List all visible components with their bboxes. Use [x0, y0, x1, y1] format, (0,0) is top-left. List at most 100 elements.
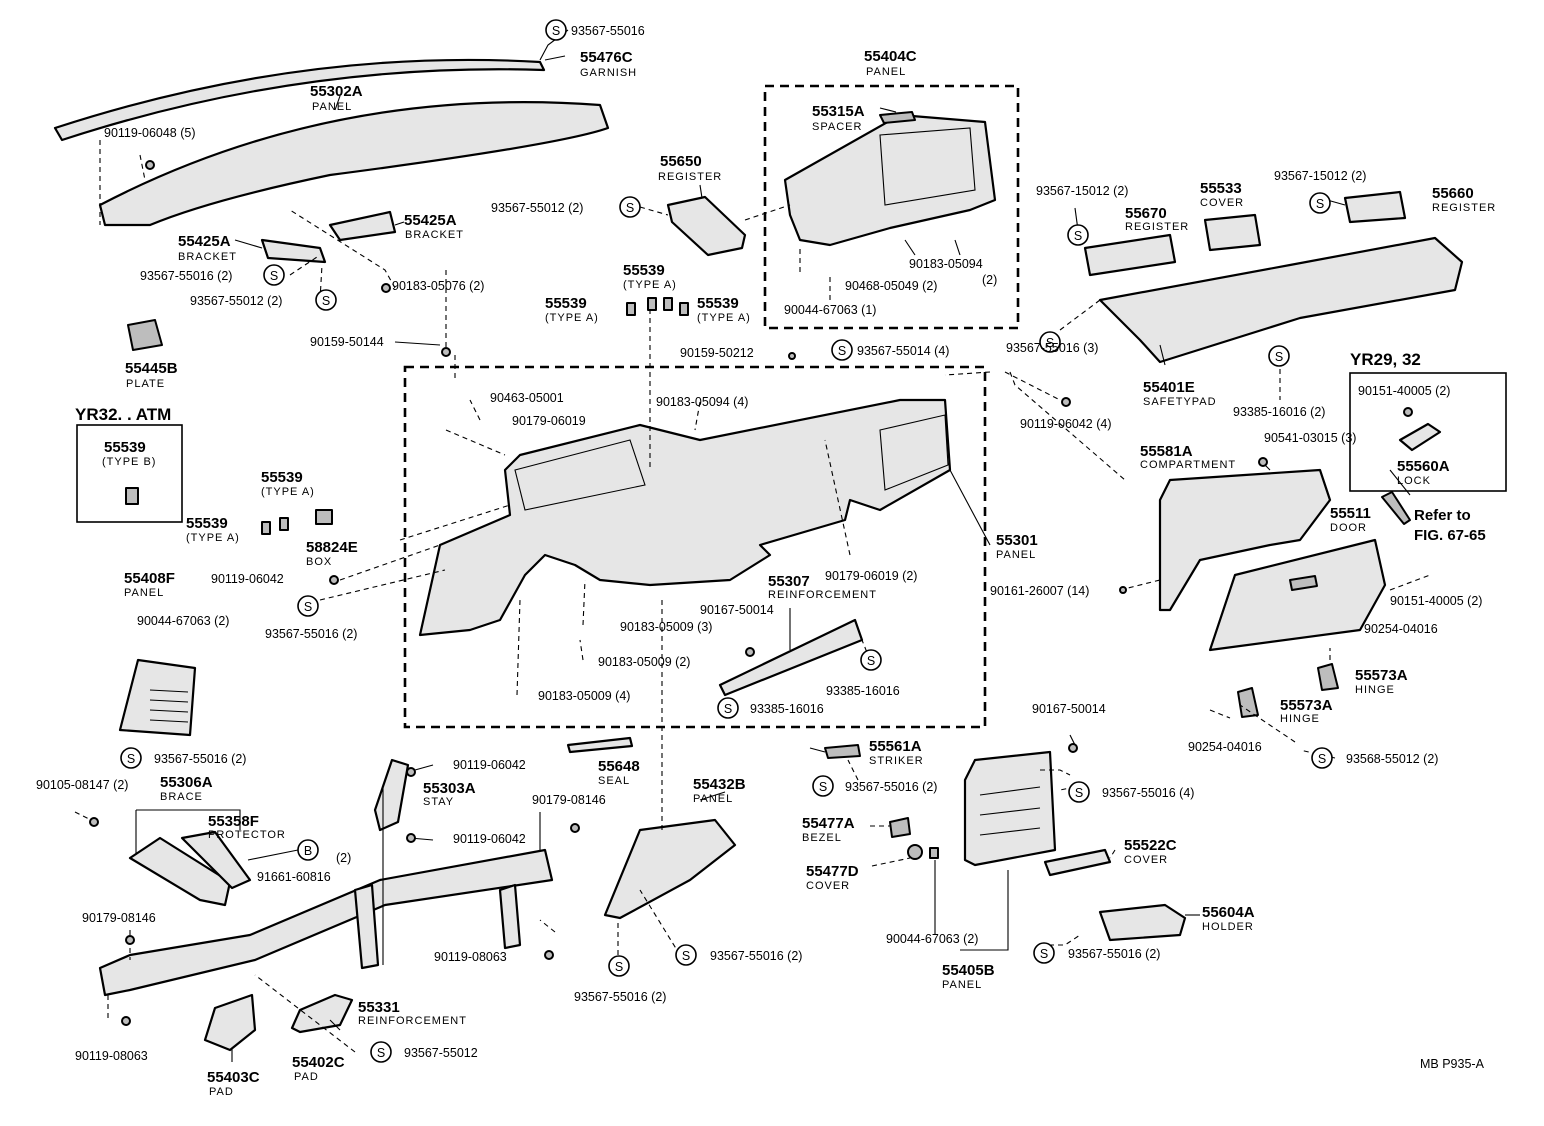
svg-text:S: S	[1046, 336, 1054, 350]
fastener-label: 90119-06042 (4)	[1020, 417, 1112, 431]
pad-55402c-part	[290, 993, 354, 1034]
screw-symbol: S	[1067, 224, 1089, 246]
part-name: BRACE	[160, 791, 203, 803]
safety-pad-part	[1098, 236, 1464, 364]
screw-symbol: S	[120, 747, 142, 769]
screw-symbol: S	[1311, 747, 1333, 769]
svg-text:S: S	[552, 24, 560, 38]
refer-line-2: FIG. 67-65	[1414, 527, 1486, 544]
fastener-label: 90119-08063	[75, 1049, 148, 1063]
fastener-label: 90541-03015 (3)	[1264, 431, 1356, 445]
hinge-part	[1317, 663, 1339, 691]
screw-symbol: S	[812, 775, 834, 797]
svg-text:S: S	[1075, 786, 1083, 800]
part-number: 55306A	[160, 774, 213, 791]
fastener-label: 90159-50212	[680, 346, 754, 360]
fastener-label: 93568-55012 (2)	[1346, 752, 1438, 766]
part-number: 55445B	[125, 360, 178, 377]
page-code: MB P935-A	[1420, 1057, 1485, 1071]
beam-leg	[353, 883, 380, 970]
holder-part	[1098, 903, 1187, 942]
fastener-label: 93567-55016 (2)	[845, 780, 937, 794]
bezel-part	[889, 817, 911, 838]
part-name: REINFORCEMENT	[358, 1015, 467, 1027]
part-number: 55408F	[124, 570, 175, 587]
part-name: PAD	[209, 1086, 234, 1098]
group-box-55404c	[763, 84, 1020, 330]
part-name: PANEL	[996, 549, 1036, 561]
part-number: 55303A	[423, 780, 476, 797]
fastener-label: 90167-50014	[1032, 702, 1106, 716]
part-name: PANEL	[942, 979, 982, 991]
refer-arrow	[1381, 491, 1411, 525]
upper-panel-part	[98, 101, 610, 227]
cluster-hood-part	[783, 113, 997, 247]
fastener-label: 90179-08146	[82, 911, 156, 925]
part-name: BOX	[306, 556, 332, 568]
fastener-label: 90468-05049 (2)	[845, 279, 937, 293]
part-number: 58824E	[306, 539, 358, 556]
brace-part	[128, 836, 232, 907]
fastener-label: 90105-08147 (2)	[36, 778, 128, 792]
part-number: 55425A	[178, 233, 231, 250]
part-name: COVER	[1200, 197, 1244, 209]
bracket-part	[328, 210, 397, 242]
part-number: 55302A	[310, 83, 363, 100]
cover-55533-part	[1203, 213, 1262, 252]
part-name: SPACER	[812, 121, 862, 133]
part-number: 55604A	[1202, 904, 1255, 921]
group-box-55301	[403, 365, 987, 729]
fastener-label: 90183-05076 (2)	[392, 279, 484, 293]
svg-text:S: S	[867, 654, 875, 668]
fastener-label: 90151-40005 (2)	[1358, 384, 1450, 398]
group-title-yr29-32: YR29, 32	[1350, 350, 1421, 369]
part-name: BEZEL	[802, 832, 842, 844]
fastener-label: 90183-05009 (2)	[598, 655, 690, 669]
fastener-label: 90463-05001	[490, 391, 564, 405]
fastener-label: 90179-06019	[512, 414, 586, 428]
part-number: 55401E	[1143, 379, 1195, 396]
part-number: 55581A	[1140, 443, 1193, 460]
part-name: BRACKET	[405, 229, 464, 241]
screw-symbol: S	[1039, 331, 1061, 353]
screw-symbol: S	[717, 697, 739, 719]
fastener-label: 90159-50144	[310, 335, 384, 349]
fastener-label: 93567-55016 (2)	[140, 269, 232, 283]
screw-symbol: S	[370, 1041, 392, 1063]
panel-55408f-part	[118, 658, 197, 737]
fastener-label: 90254-04016	[1364, 622, 1438, 636]
part-name: HOLDER	[1202, 921, 1254, 933]
fastener-label: 93567-55012	[404, 1046, 478, 1060]
fastener-label: 90119-06042	[453, 832, 526, 846]
part-name: PAD	[294, 1071, 319, 1083]
part-number: 55573A	[1355, 667, 1408, 684]
pad-55403c-part	[203, 993, 257, 1052]
cover-55522c-part	[1043, 848, 1112, 877]
screw-symbol: S	[831, 339, 853, 361]
panel-55405b-openings	[979, 786, 1041, 836]
part-number: 55425A	[404, 212, 457, 229]
svg-text:S: S	[1316, 197, 1324, 211]
svg-text:S: S	[304, 600, 312, 614]
fastener-labels: 93567-55016 90119-06048 (5) 93567-55012 …	[36, 24, 1482, 1063]
part-name: SAFETYPAD	[1143, 396, 1217, 408]
fastener-label: 93567-55016	[571, 24, 645, 38]
fastener-label: 93385-16016	[826, 684, 900, 698]
fastener-label: 90183-05094	[909, 257, 983, 271]
part-number: 55405B	[942, 962, 995, 979]
screw-symbol: S	[675, 944, 697, 966]
panel-55405b-part	[963, 750, 1057, 867]
part-name: PANEL	[124, 587, 164, 599]
main-panel-part	[418, 398, 952, 637]
fastener-label: 90183-05009 (4)	[538, 689, 630, 703]
stay-part	[373, 758, 410, 832]
part-number: 55315A	[812, 103, 865, 120]
part-number: 55539	[697, 295, 739, 312]
part-name: STRIKER	[869, 755, 924, 767]
part-number: 55560A	[1397, 458, 1450, 475]
svg-text:S: S	[724, 702, 732, 716]
part-number: 55539	[186, 515, 228, 532]
fastener-label: (2)	[336, 851, 351, 865]
fastener-label: 90044-67063 (2)	[886, 932, 978, 946]
fastener-label: 93567-55016 (4)	[1102, 786, 1194, 800]
